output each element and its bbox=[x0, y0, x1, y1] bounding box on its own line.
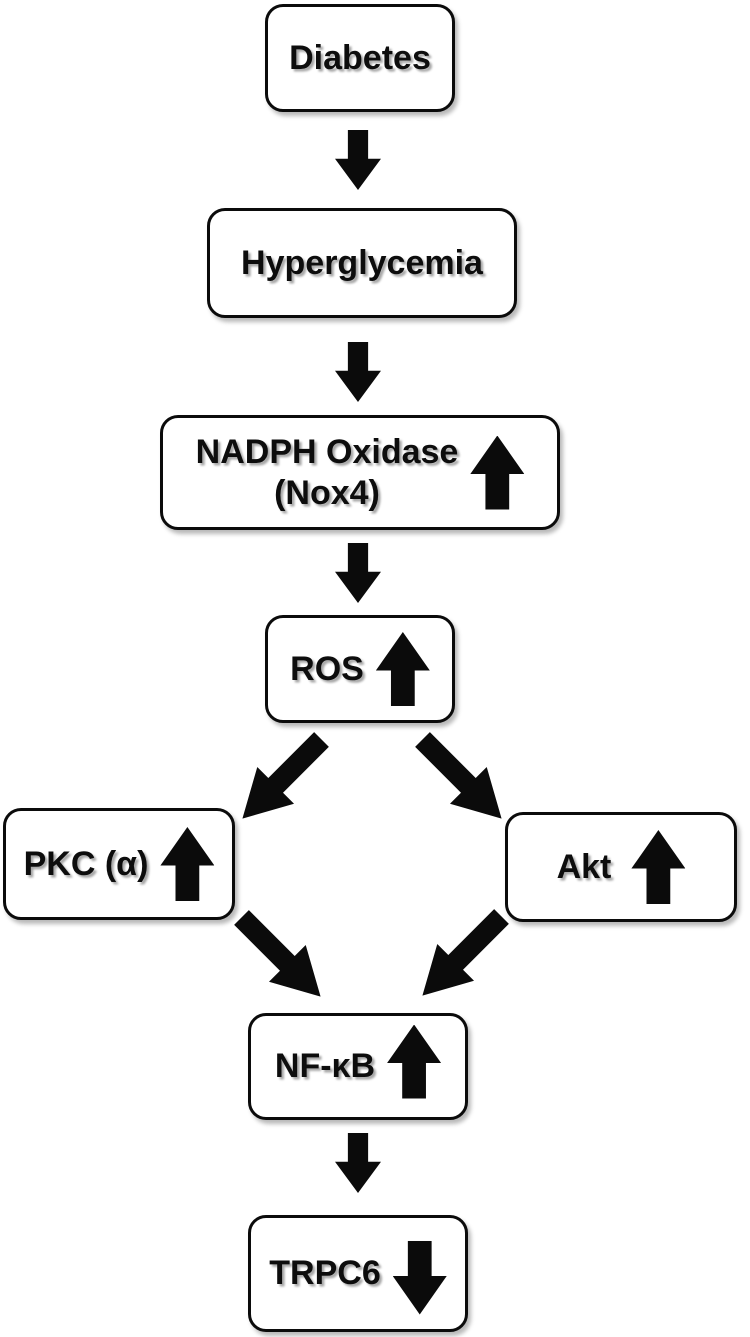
node-akt-label: Akt bbox=[556, 847, 612, 886]
arrow-pkc-to-nfkb-icon bbox=[223, 899, 339, 1015]
arrow-ros-to-akt-icon bbox=[404, 721, 520, 837]
node-diabetes: Diabetes bbox=[265, 4, 455, 112]
node-ros-label: ROS bbox=[290, 649, 364, 688]
node-ros: ROS bbox=[265, 615, 455, 723]
node-hyperglycemia-label: Hyperglycemia bbox=[241, 243, 483, 282]
node-nfkb-label: NF-κB bbox=[274, 1047, 376, 1085]
arrow-nadph-to-ros-icon bbox=[335, 543, 381, 603]
node-nfkb: NF-κB bbox=[248, 1013, 468, 1120]
node-nadph-label: NADPH Oxidase (Nox4) bbox=[196, 432, 459, 514]
node-nadph-oxidase: NADPH Oxidase (Nox4) bbox=[160, 415, 560, 530]
arrow-diabetes-to-hyperglycemia-icon bbox=[335, 130, 381, 190]
up-trend-icon bbox=[631, 830, 686, 904]
arrow-nfkb-to-trpc6-icon bbox=[335, 1133, 381, 1193]
up-trend-icon bbox=[470, 435, 525, 510]
node-akt: Akt bbox=[505, 812, 737, 922]
node-nadph-label-line1: NADPH Oxidase bbox=[195, 432, 459, 471]
node-hyperglycemia: Hyperglycemia bbox=[207, 208, 517, 318]
up-trend-icon bbox=[160, 827, 215, 901]
up-trend-icon bbox=[387, 1024, 442, 1099]
arrow-ros-to-pkc-icon bbox=[224, 721, 340, 837]
node-diabetes-label: Diabetes bbox=[289, 38, 431, 77]
node-pkc-alpha: PKC (α) bbox=[3, 808, 235, 920]
node-nadph-label-line2: (Nox4) bbox=[274, 473, 380, 512]
node-trpc6: TRPC6 bbox=[248, 1215, 468, 1332]
arrow-akt-to-nfkb-icon bbox=[404, 898, 520, 1014]
node-trpc6-label: TRPC6 bbox=[269, 1254, 381, 1292]
arrow-hyperglycemia-to-nadph-icon bbox=[335, 342, 381, 402]
down-trend-icon bbox=[392, 1240, 447, 1315]
up-trend-icon bbox=[375, 632, 430, 706]
node-pkc-label: PKC (α) bbox=[23, 844, 149, 883]
